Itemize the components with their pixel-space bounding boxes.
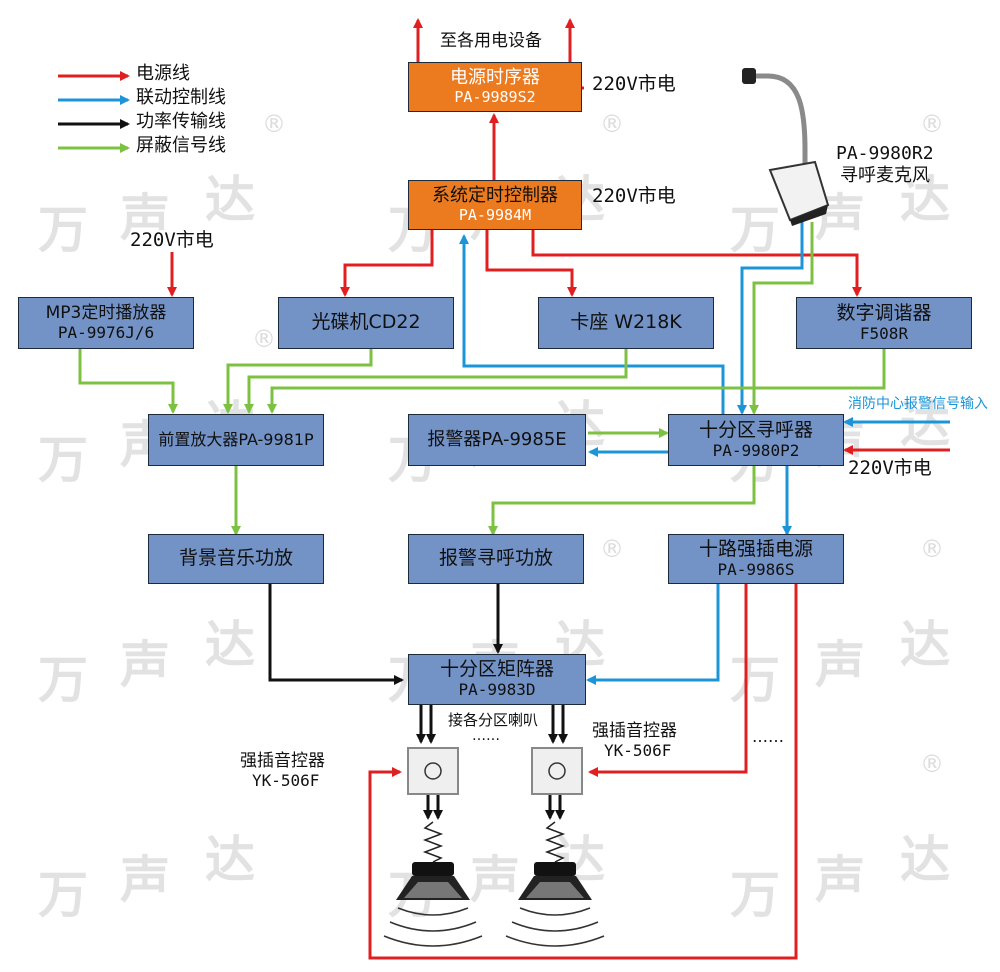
digital-tuner-name: 数字调谐器 [836, 301, 932, 324]
watermark-char: 万 [38, 866, 88, 924]
watermark-char: 万 [730, 866, 780, 924]
registered-mark: ® [600, 110, 624, 138]
registered-mark: ® [920, 750, 944, 778]
mains-label: 220V市电 [848, 457, 932, 479]
zone-pager-name: 十分区寻呼器 [698, 418, 813, 441]
cassette-deck-name: 卡座 W218K [570, 311, 682, 334]
spring-icon [422, 821, 566, 863]
watermark-char: 达 [205, 616, 255, 674]
watermark-char: 声 [815, 636, 865, 694]
mp3-player-box: MP3定时播放器 PA-9976J/6 [18, 297, 194, 349]
cd-player-name: 光碟机CD22 [311, 311, 421, 334]
watermark-char: 万 [730, 651, 780, 709]
watermark-char: 达 [205, 831, 255, 889]
watermark-char: 万 [38, 651, 88, 709]
power-transmission-lines [268, 584, 568, 820]
watermark-char: 达 [900, 616, 950, 674]
watermark-char: 达 [900, 396, 950, 454]
matrix-model: PA-9983D [458, 680, 536, 700]
zone-speakers-label: 接各分区喇叭 [448, 711, 539, 729]
microphone-model: PA-9980R2 [836, 143, 934, 164]
alarm-box: 报警器PA-9985E [408, 414, 586, 466]
power-supply-model: PA-9986S [717, 559, 795, 579]
power-lines [167, 18, 950, 960]
digital-tuner-model: F508R [859, 323, 909, 343]
control-lines [459, 222, 950, 685]
registered-mark: ® [920, 110, 944, 138]
matrix-name: 十分区矩阵器 [439, 658, 554, 681]
alarm-name: 报警器PA-9985E [427, 428, 567, 450]
watermark-char: 声 [120, 851, 170, 909]
microphone-name: 寻呼麦克风 [840, 165, 930, 186]
watermark-char: 声 [120, 636, 170, 694]
watermark-char: 声 [120, 189, 170, 247]
mains-label: 220V市电 [592, 185, 676, 207]
watermark-char: 万 [38, 201, 88, 259]
preamp-box: 前置放大器PA-9981P [148, 414, 324, 466]
mp3-player-name: MP3定时播放器 [45, 303, 167, 324]
volume-controller-right-icon [531, 747, 583, 795]
watermark-char: 声 [815, 851, 865, 909]
watermark-char: 万 [730, 201, 780, 259]
legend-label-power-transmission: 功率传输线 [136, 111, 226, 132]
mains-label: 220V市电 [130, 229, 214, 251]
bgm-amplifier-name: 背景音乐功放 [178, 547, 293, 570]
power-sequencer-box: 电源时序器 PA-9989S2 [408, 62, 582, 112]
system-controller-model: PA-9984M [458, 205, 532, 224]
zone-pager-model: PA-9980P2 [712, 440, 800, 460]
to-devices-label: 至各用电设备 [440, 31, 542, 51]
fire-input-label: 消防中心报警信号输入 [848, 396, 988, 412]
power-supply-box: 十路强插电源 PA-9986S [668, 534, 844, 584]
signal-lines [78, 222, 886, 536]
watermark-char: 达 [900, 831, 950, 889]
legend-label-shielded-signal: 屏蔽信号线 [136, 135, 226, 156]
mains-label: 220V市电 [592, 73, 676, 95]
alarm-amplifier-name: 报警寻呼功放 [438, 547, 553, 570]
zone-pager-box: 十分区寻呼器 PA-9980P2 [668, 414, 844, 466]
system-controller-name: 系统定时控制器 [432, 185, 558, 207]
legend-lines [58, 71, 130, 153]
cd-player-box: 光碟机CD22 [278, 297, 454, 349]
volume-controller-right-model: YK-506F [604, 741, 672, 760]
ellipsis-small: …… [472, 728, 500, 744]
mp3-player-model: PA-9976J/6 [57, 322, 155, 342]
power-sequencer-name: 电源时序器 [450, 67, 540, 89]
watermark-char: 达 [900, 171, 950, 229]
system-controller-box: 系统定时控制器 PA-9984M [408, 180, 582, 230]
power-sequencer-model: PA-9989S2 [454, 87, 536, 106]
registered-mark: ® [600, 535, 624, 563]
volume-controller-left-model: YK-506F [252, 771, 320, 790]
alarm-amplifier-box: 报警寻呼功放 [408, 534, 584, 584]
speaker-right-icon [505, 862, 605, 947]
matrix-box: 十分区矩阵器 PA-9983D [408, 654, 586, 705]
preamp-name: 前置放大器PA-9981P [158, 429, 314, 449]
legend-label-power: 电源线 [136, 63, 190, 84]
watermark-char: 达 [205, 171, 255, 229]
watermark-char: 声 [470, 851, 520, 909]
bgm-amplifier-box: 背景音乐功放 [148, 534, 324, 584]
registered-mark: ® [252, 325, 276, 353]
volume-controller-left-icon [407, 747, 459, 795]
speaker-left-icon [383, 862, 483, 947]
registered-mark: ® [262, 110, 286, 138]
registered-mark: ® [920, 535, 944, 563]
digital-tuner-box: 数字调谐器 F508R [796, 297, 972, 349]
legend-label-control: 联动控制线 [136, 87, 226, 108]
volume-controller-right-name: 强插音控器 [592, 721, 677, 741]
volume-controller-left-name: 强插音控器 [240, 751, 325, 771]
microphone-icon [742, 68, 830, 226]
power-supply-name: 十路强插电源 [698, 537, 813, 560]
cassette-deck-box: 卡座 W218K [538, 297, 714, 349]
ellipsis-right: …… [752, 727, 784, 746]
watermark-char: 万 [38, 431, 88, 489]
